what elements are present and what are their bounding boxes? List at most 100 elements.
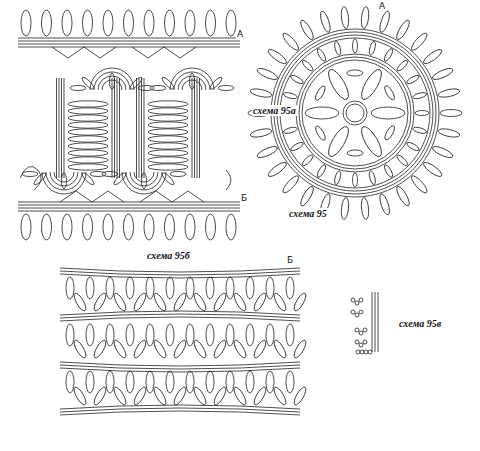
braid-curve xyxy=(60,271,300,275)
lace-petal xyxy=(319,10,332,33)
lace-petal xyxy=(383,84,396,101)
lace-petal xyxy=(333,170,341,185)
lace-petal xyxy=(102,172,118,177)
lace-petal xyxy=(412,91,427,99)
lace-petal xyxy=(185,10,195,36)
lace-petal xyxy=(272,292,288,313)
lace-petal xyxy=(148,136,188,142)
lace-petal xyxy=(81,76,96,91)
lace-petal xyxy=(394,19,411,42)
braid-line xyxy=(136,78,137,178)
lace-petal xyxy=(347,70,363,76)
lace-petal xyxy=(144,10,154,36)
braid-ring xyxy=(355,328,359,332)
braid-curve xyxy=(50,172,78,186)
lace-petal xyxy=(68,108,108,114)
lace-petal xyxy=(126,277,134,299)
braid-line xyxy=(378,292,379,352)
lace-petal xyxy=(66,277,74,299)
lace-petal xyxy=(72,339,88,360)
lace-petal xyxy=(226,214,236,240)
lace-petal xyxy=(92,292,108,313)
lace-petal xyxy=(148,122,188,128)
lace-petal xyxy=(314,85,327,102)
braid-line xyxy=(18,44,240,45)
braid-ring xyxy=(355,313,359,317)
braid-ring xyxy=(359,298,363,302)
braid-ring xyxy=(355,340,359,344)
braid-ring xyxy=(363,340,367,344)
lace-petal xyxy=(281,174,301,195)
lace-petal xyxy=(250,127,273,138)
braid-ring xyxy=(359,331,363,335)
braid-line xyxy=(64,78,65,178)
braid-ring xyxy=(299,57,411,169)
lace-petal xyxy=(252,339,268,360)
braid-ring xyxy=(302,60,408,166)
lace-petal xyxy=(103,214,113,240)
braid-curve xyxy=(60,317,300,321)
braid-line xyxy=(375,292,376,352)
lace-petal xyxy=(298,19,315,42)
lace-petal xyxy=(347,150,363,156)
lace-petal xyxy=(383,48,394,63)
lace-petal xyxy=(132,292,148,313)
lace-petal xyxy=(383,124,396,141)
braid-line xyxy=(117,78,118,178)
lace-petal xyxy=(186,277,194,299)
lace-petal xyxy=(148,101,188,107)
lace-petal xyxy=(340,6,349,29)
lace-petal xyxy=(290,74,305,85)
lace-petal xyxy=(378,10,391,33)
braid-line xyxy=(114,78,115,178)
braid-line xyxy=(18,205,240,206)
lace-petal xyxy=(298,185,315,208)
lace-petal xyxy=(232,386,248,407)
braid-curve xyxy=(94,72,130,90)
lace-petal xyxy=(431,66,454,81)
lace-petal xyxy=(185,214,195,240)
lace-petal xyxy=(110,73,115,89)
band-letter: А xyxy=(236,30,244,40)
braid-curve xyxy=(90,68,134,90)
lace-petal xyxy=(106,277,114,299)
braid-line xyxy=(199,78,200,178)
lace-petal xyxy=(161,76,176,91)
braid-curve xyxy=(60,274,300,278)
lace-petal xyxy=(66,371,74,393)
braid-ring xyxy=(343,101,367,125)
braid-ring xyxy=(359,343,363,347)
braid-ring xyxy=(360,350,364,354)
lace-petal xyxy=(266,47,288,66)
lace-petal xyxy=(206,10,216,36)
lace-petal xyxy=(406,74,421,85)
lace-petal xyxy=(86,324,94,346)
lace-petal xyxy=(66,324,74,346)
lace-petal xyxy=(68,143,108,149)
lace-petal xyxy=(68,122,108,128)
lace-petal xyxy=(360,6,369,29)
lace-petal xyxy=(283,91,298,99)
lace-petal xyxy=(152,386,168,407)
lace-petal xyxy=(371,107,405,119)
lace-petal xyxy=(86,371,94,393)
lace-petal xyxy=(132,386,148,407)
lace-petal xyxy=(186,324,194,346)
lace-petal xyxy=(316,164,327,179)
braid-curve xyxy=(60,368,300,372)
braid-line xyxy=(141,78,142,178)
lace-petal xyxy=(103,10,113,36)
braid-line xyxy=(18,208,240,209)
lace-petal xyxy=(250,87,273,98)
lace-petal xyxy=(409,31,429,52)
lace-petal xyxy=(146,277,154,299)
lace-petal xyxy=(192,292,208,313)
lace-petal xyxy=(292,339,308,360)
lace-petal xyxy=(68,164,108,170)
lace-petal xyxy=(301,154,314,167)
lace-petal xyxy=(192,386,208,407)
lace-petal xyxy=(394,185,411,208)
lace-petal xyxy=(144,214,154,240)
braid-line xyxy=(192,78,193,178)
lace-petal xyxy=(422,47,444,66)
